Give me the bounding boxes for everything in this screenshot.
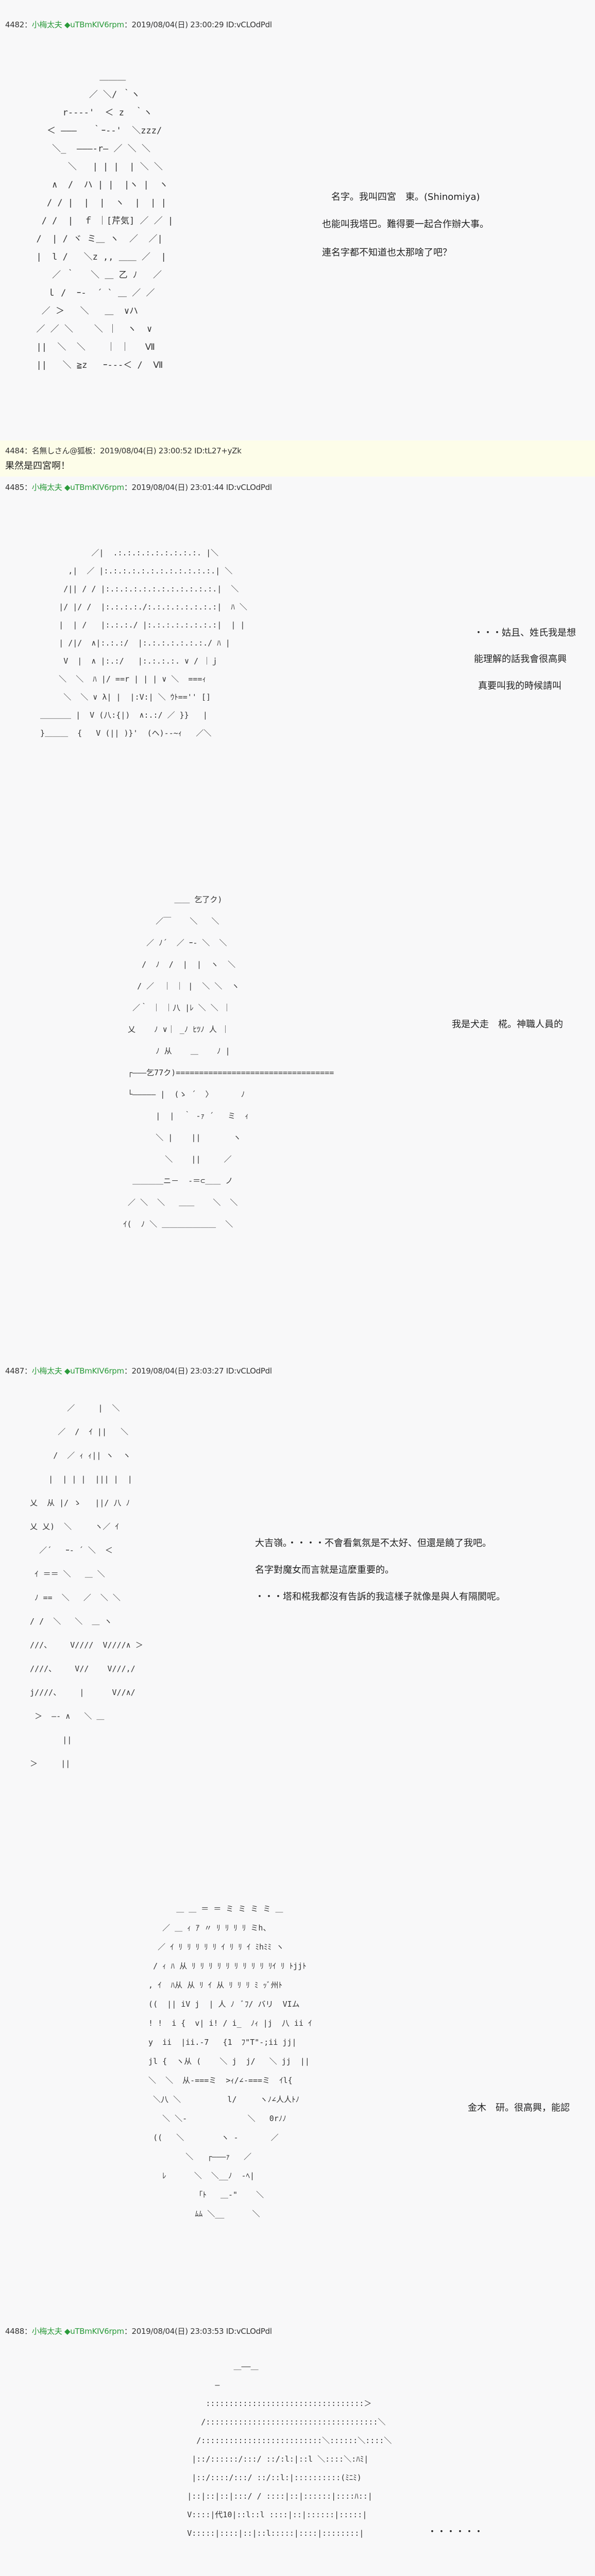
ascii-art: ＿ ＿ ＝ ＝ ミ ミ ミ ミ ＿ ／ ＿ ｨ ｱ 〃 ﾘ ﾘ ﾘ ﾘ ミh、 … [148, 1904, 312, 2218]
dialogue-line: ・・・・・・ [428, 2527, 483, 2537]
dialogue-line: 也能叫我塔巴。難得要一起合作辦大事。 [322, 219, 489, 230]
poster-trip: ◆uTBmKIV6rpm [64, 483, 124, 492]
poster-name-text: 小梅太夫 [31, 2327, 62, 2336]
dialogue-line: 能理解的話我會很高興 [474, 654, 567, 665]
post-number: 4484 [5, 446, 24, 455]
poster-name[interactable]: 名無しさん@狐板 [31, 446, 93, 455]
post-id: ID:vCLOdPdl [226, 20, 272, 29]
post-header: 4484：名無しさん@狐板：2019/08/04(日) 23:00:52 ID:… [5, 446, 242, 455]
post-header: 4487：小梅太夫 ◆uTBmKIV6rpm：2019/08/04(日) 23:… [5, 1366, 272, 1376]
dialogue-line: 金木 研。很高興，能認 [468, 2103, 570, 2113]
poster-name[interactable]: 小梅太夫 ◆uTBmKIV6rpm [32, 20, 124, 29]
post-number: 4485 [5, 483, 24, 492]
post-date: 2019/08/04(日) 23:00:52 [100, 446, 192, 455]
post-body: 果然是四宮啊！ [5, 461, 70, 471]
post-header: 4482：小梅太夫 ◆uTBmKIV6rpm：2019/08/04(日) 23:… [5, 20, 272, 29]
post-id: ID:vCLOdPdl [226, 2327, 272, 2336]
ascii-art: ＿＿ 乞了ク) ／￣ ＼ ＼ ／ ﾉ´ ／ ｰ‐ ＼ ＼ / ﾉ / | | ヽ… [123, 895, 334, 1229]
ascii-art: ＿――＿ ― :::::::::::::::::::::::::::::::::… [187, 2362, 392, 2538]
dialogue-line: ・・・塔和椛我都沒有告訴的我這樣子就像是與人有隔閡呢。 [255, 1591, 505, 1602]
poster-name-text: 小梅太夫 [31, 483, 62, 492]
dialogue-line: 名字對魔女而言就是這麼重要的。 [255, 1565, 394, 1575]
dialogue-line: 真要叫我的時候請叫 [478, 681, 562, 691]
ascii-art: ／ | ＼ ／ / ｲ || ＼ / ／ ｨ ｨ|| ヽ ヽ | | | | |… [30, 1403, 143, 1768]
post-date: 2019/08/04(日) 23:03:27 [131, 1366, 224, 1376]
ascii-art: ／| .:.:.:.:.:.:.:.:.:. |＼ ,| ／ |:.:.:.:.… [40, 548, 247, 738]
poster-name-text: 小梅太夫 [31, 1366, 62, 1376]
post-number: 4488 [5, 2327, 24, 2336]
post-date: 2019/08/04(日) 23:00:29 [131, 20, 224, 29]
post-id: ID:vCLOdPdl [226, 483, 272, 492]
poster-name[interactable]: 小梅太夫 ◆uTBmKIV6rpm [32, 1366, 124, 1376]
poster-trip: ◆uTBmKIV6rpm [64, 2327, 124, 2336]
post-header: 4488：小梅太夫 ◆uTBmKIV6rpm：2019/08/04(日) 23:… [5, 2327, 272, 2336]
poster-name[interactable]: 小梅太夫 ◆uTBmKIV6rpm [32, 483, 124, 492]
post-id: ID:tL27+yZk [194, 446, 242, 455]
reply-highlight [0, 440, 595, 477]
poster-trip: ◆uTBmKIV6rpm [64, 1366, 124, 1376]
dialogue-line: 連名字都不知道也太那啥了吧？ [322, 247, 452, 258]
ascii-art: ＿＿＿ ／ ＼/ ｀ヽ r‐‐‐‐' ＜ z ｀ヽ ＜ ――― ｀ｰ-‐' ＼z… [36, 72, 174, 370]
post-id: ID:vCLOdPdl [226, 1366, 272, 1376]
post-header: 4485：小梅太夫 ◆uTBmKIV6rpm：2019/08/04(日) 23:… [5, 483, 272, 492]
post-date: 2019/08/04(日) 23:01:44 [131, 483, 224, 492]
poster-name[interactable]: 小梅太夫 ◆uTBmKIV6rpm [32, 2327, 124, 2336]
dialogue-line: 大吉嶺。・・・・不會看氣氛是不太好、但還是饒了我吧。 [255, 1538, 491, 1549]
post-number: 4487 [5, 1366, 24, 1376]
dialogue-line: 名字。我叫四宮 東。(Shinomiya) [331, 192, 480, 202]
dialogue-line: ・・・姑且、姓氏我是想 [474, 628, 576, 638]
poster-name-text: 小梅太夫 [31, 20, 62, 29]
post-number: 4482 [5, 20, 24, 29]
dialogue-line: 我是犬走 椛。神職人員的 [452, 1019, 563, 1030]
post-date: 2019/08/04(日) 23:03:53 [131, 2327, 224, 2336]
poster-trip: ◆uTBmKIV6rpm [64, 20, 124, 29]
